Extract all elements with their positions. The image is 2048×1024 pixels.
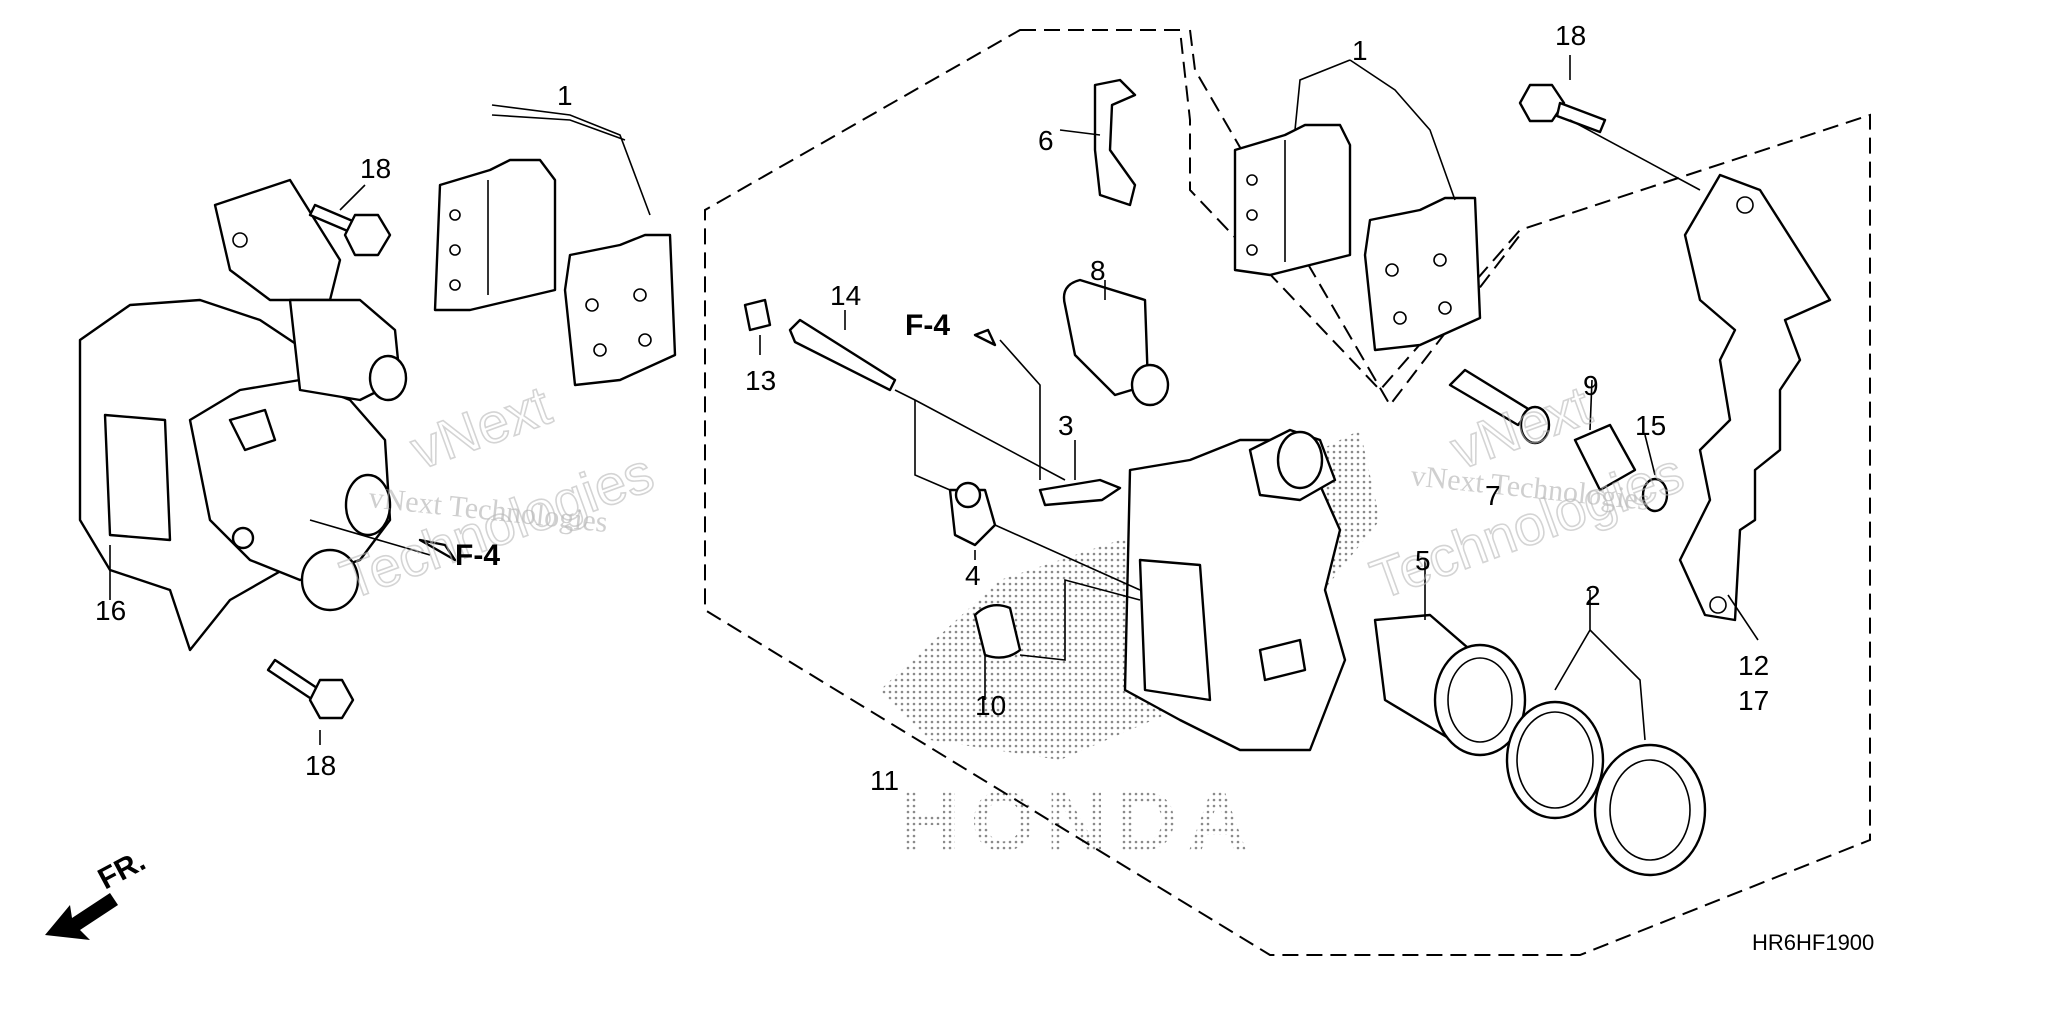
cap-13 [743,298,772,332]
diagram-code: HR6HF1900 [1752,930,1874,955]
leader-lines [109,55,1759,745]
watermark-1: vNext [403,373,559,481]
brake-pad-right-b [1363,196,1482,352]
caliper-body-11 [1123,428,1347,752]
callout-15: 15 [1635,410,1666,441]
callout-10: 10 [975,690,1006,721]
piston-seals-2 [1505,700,1707,877]
ref-f4-left: F-4 [455,539,500,572]
honda-brand-mark: HONDA [900,774,1258,868]
boot-9 [1573,423,1637,492]
bleeder-screw-3 [1038,478,1122,507]
callout-9: 9 [1583,370,1599,401]
callout-16: 16 [95,595,126,626]
callout-1-right: 1 [1352,35,1368,66]
callout-13: 13 [745,365,776,396]
callout-18-upper-left: 18 [360,153,391,184]
front-direction-label: FR. [93,844,151,896]
callout-18-lower-left: 18 [305,750,336,781]
pad-spring-6 [1093,78,1137,207]
pad-pin-14 [788,318,897,392]
piston-5 [1373,613,1527,757]
caliper-bracket-12 [1678,173,1832,622]
clip-15 [1641,477,1669,513]
ref-f4-center: F-4 [905,309,950,342]
boot-10 [973,604,1022,659]
callout-5: 5 [1415,545,1431,576]
bleeder-cap-4 [948,481,997,547]
callout-2: 2 [1585,580,1601,611]
brake-pad-left-a [433,158,557,312]
caliper-assembly-16 [78,178,408,652]
callout-14: 14 [830,280,861,311]
f4-arrow-center [973,328,997,347]
callout-8: 8 [1090,255,1106,286]
assembly-frame-11 [704,29,1871,956]
pin-7 [1448,368,1551,445]
callout-labels: 1 1 2 3 4 5 6 7 8 9 10 11 12 13 14 15 16… [95,20,1769,796]
boot-8 [1062,278,1170,407]
bolt-18-upper-right [1518,83,1607,134]
bolt-18-lower-left [266,658,355,720]
brake-pad-left-b [563,233,677,387]
callout-6: 6 [1038,125,1054,156]
callout-4: 4 [965,560,981,591]
f4-arrow-left [418,538,457,562]
brake-pad-right-a [1233,123,1352,277]
callout-3: 3 [1058,410,1074,441]
callout-1-left: 1 [557,80,573,111]
callout-7: 7 [1485,480,1501,511]
bolt-18-upper-left [308,203,392,257]
callout-11: 11 [870,765,899,796]
callout-18-upper-right: 18 [1555,20,1586,51]
callout-12: 12 [1738,650,1769,681]
front-direction-arrow: FR. [45,844,151,940]
callout-17: 17 [1738,685,1769,716]
